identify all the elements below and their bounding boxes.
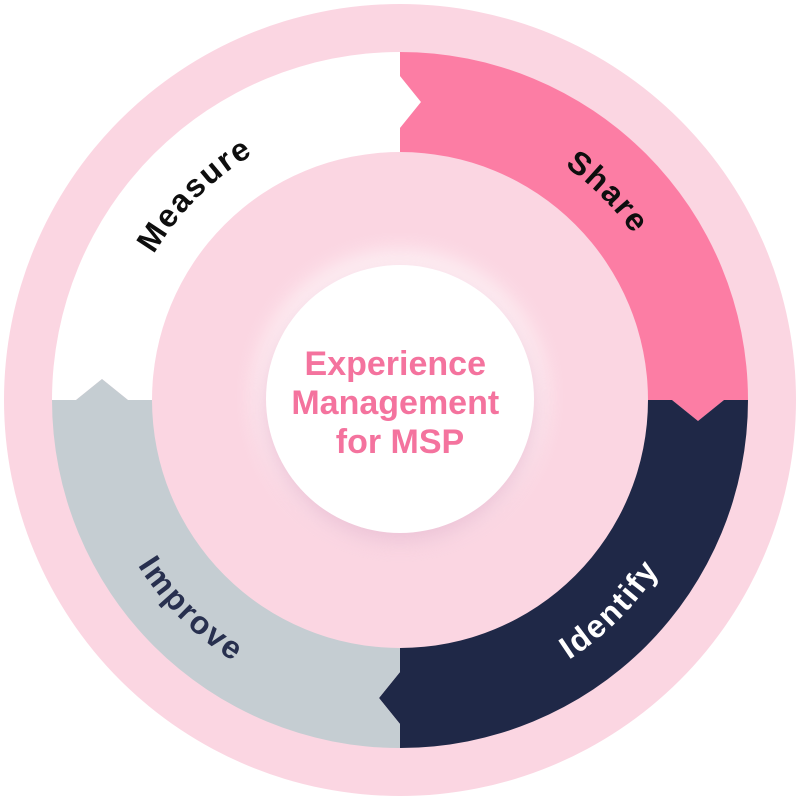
center-title-line-1: Experience xyxy=(305,345,486,383)
segment-identify xyxy=(379,400,748,748)
segment-measure xyxy=(52,52,421,400)
center-title-line-3: for MSP xyxy=(336,423,464,461)
segment-share xyxy=(400,52,748,421)
center-title: Experience Management for MSP xyxy=(291,345,508,461)
center-circle xyxy=(266,265,534,533)
center-title-line-2: Management xyxy=(291,384,499,422)
segment-improve xyxy=(52,379,400,748)
